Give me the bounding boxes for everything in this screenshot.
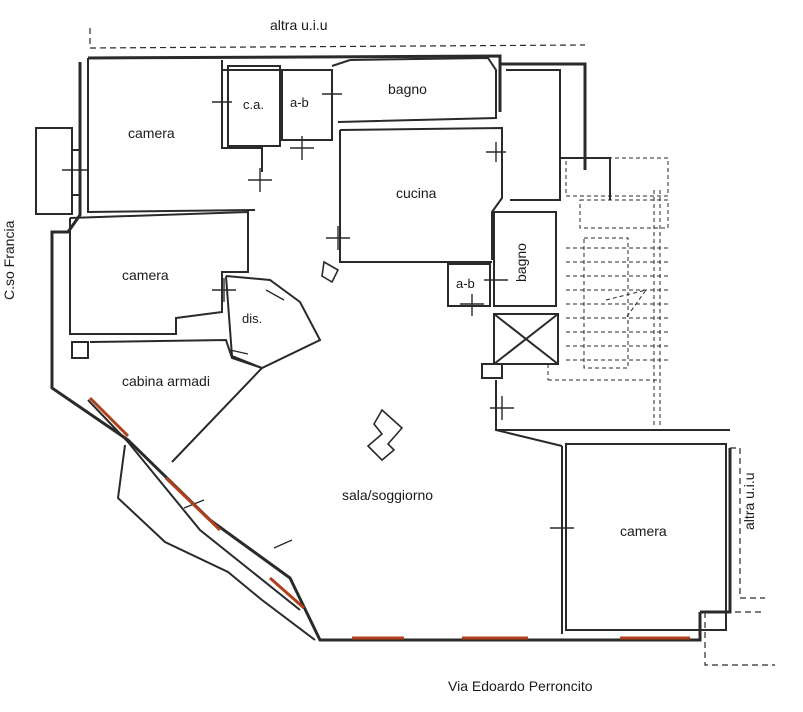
diagonal-facade bbox=[87, 399, 316, 641]
room-label-camera-top: camera bbox=[128, 125, 175, 141]
room-label-cabina: cabina armadi bbox=[122, 373, 210, 389]
top-neighbor-label: altra u.i.u bbox=[270, 17, 328, 33]
room-walls-cucina bbox=[339, 126, 503, 263]
room-label-dis: dis. bbox=[242, 311, 263, 326]
room-label-bagno-right: bagno bbox=[513, 243, 529, 282]
right-neighbor-label: altra u.i.u bbox=[741, 472, 757, 530]
room-label-bagno-top: bagno bbox=[388, 81, 427, 97]
exterior-walls bbox=[50, 54, 732, 642]
room-walls-bagno-top bbox=[331, 56, 497, 123]
door-marks bbox=[62, 84, 574, 549]
room-label-camera-right: camera bbox=[620, 523, 667, 539]
room-label-sala: sala/soggiorno bbox=[342, 487, 434, 503]
column-marker bbox=[321, 260, 404, 462]
room-label-ab-top: a-b bbox=[290, 95, 309, 110]
room-label-ca: c.a. bbox=[243, 97, 264, 112]
windows bbox=[88, 396, 690, 640]
room-walls-camera-mid bbox=[69, 210, 249, 335]
room-walls-ab-top bbox=[281, 69, 333, 141]
room-label-ab-right: a-b bbox=[456, 276, 475, 291]
room-walls-bagno-right bbox=[493, 211, 557, 307]
balcony-left bbox=[35, 127, 80, 215]
room-walls-sala bbox=[495, 429, 563, 634]
room-walls-dis bbox=[225, 275, 322, 370]
room-label-cucina: cucina bbox=[396, 185, 437, 201]
room-walls-camera-right bbox=[565, 443, 727, 631]
room-walls-ab-right bbox=[447, 263, 491, 307]
room-walls-camera-top bbox=[87, 58, 280, 214]
room-walls-cabina bbox=[71, 338, 264, 463]
boundary-lines bbox=[89, 28, 775, 666]
room-walls-ca bbox=[227, 65, 281, 147]
left-street-label: C.so Francia bbox=[1, 220, 17, 300]
staircase bbox=[547, 157, 669, 428]
bottom-street-label: Via Edoardo Perroncito bbox=[448, 678, 593, 694]
room-label-camera-mid: camera bbox=[122, 267, 169, 283]
